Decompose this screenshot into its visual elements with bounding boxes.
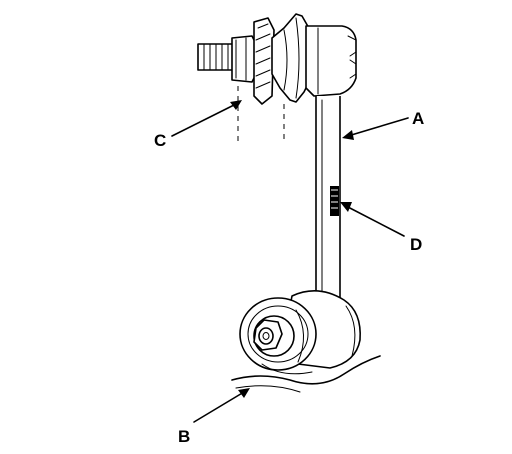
- stabilizer-bar: [231, 355, 381, 393]
- callout-label-c: C: [154, 131, 166, 150]
- leader-arrow-c: [171, 100, 242, 137]
- upper-threaded-stud: [197, 43, 237, 71]
- shaft-flat-mark: [330, 186, 339, 216]
- leader-arrow-d: [340, 202, 405, 237]
- callout-label-d: D: [410, 235, 422, 254]
- upper-ball-joint-housing: [305, 25, 357, 97]
- leader-arrow-a: [342, 117, 409, 140]
- leader-arrow-b: [193, 388, 250, 423]
- lower-nut: [253, 319, 283, 351]
- callout-label-b: B: [178, 427, 190, 446]
- upper-nut: [231, 35, 257, 83]
- mounting-guide-lines: [237, 86, 285, 144]
- callout-label-a: A: [412, 109, 424, 128]
- link-shaft: [315, 96, 341, 311]
- upper-washer-bracket: [253, 17, 275, 105]
